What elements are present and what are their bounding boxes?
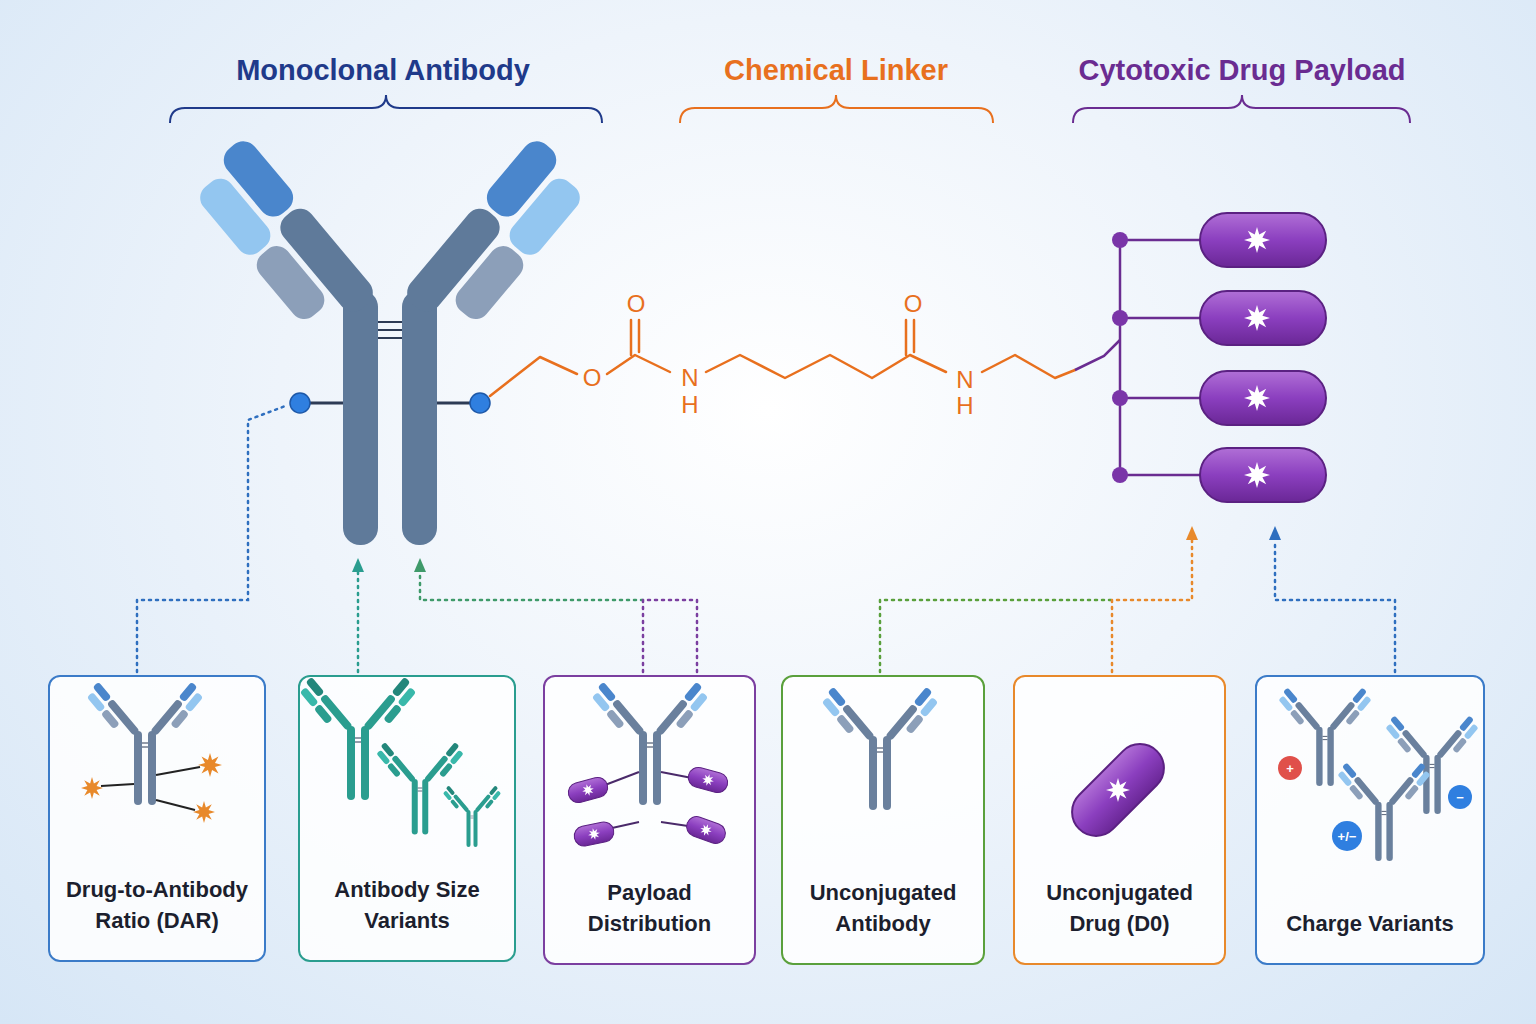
category-box: Unconjugated Drug (D0) (1013, 675, 1226, 965)
box-label: Drug-to-Antibody Ratio (DAR) (60, 874, 254, 936)
category-box: Charge Variants (1255, 675, 1485, 965)
category-box: Payload Distribution (543, 675, 756, 965)
atom-symbol: N (679, 364, 700, 392)
charge-sign: − (1456, 790, 1464, 805)
box-label: Unconjugated Antibody (793, 877, 973, 939)
atom-symbol: H (954, 392, 975, 420)
heading: Cytotoxic Drug Payload (1078, 54, 1405, 87)
atom-symbol: N (954, 366, 975, 394)
atom-symbol: H (679, 391, 700, 419)
category-box: Drug-to-Antibody Ratio (DAR) (48, 675, 266, 962)
box-label: Antibody Size Variants (310, 874, 504, 936)
atom-symbol: O (902, 290, 925, 318)
atom-symbol: O (581, 364, 604, 392)
heading: Monoclonal Antibody (236, 54, 530, 87)
box-label: Unconjugated Drug (D0) (1025, 877, 1214, 939)
atom-symbol: O (625, 290, 648, 318)
category-box: Antibody Size Variants (298, 675, 516, 962)
charge-sign: + (1286, 761, 1294, 776)
charge-sign: +/− (1338, 829, 1357, 844)
box-label: Payload Distribution (555, 877, 744, 939)
category-box: Unconjugated Antibody (781, 675, 985, 965)
heading: Chemical Linker (724, 54, 948, 87)
box-label: Charge Variants (1286, 908, 1454, 939)
